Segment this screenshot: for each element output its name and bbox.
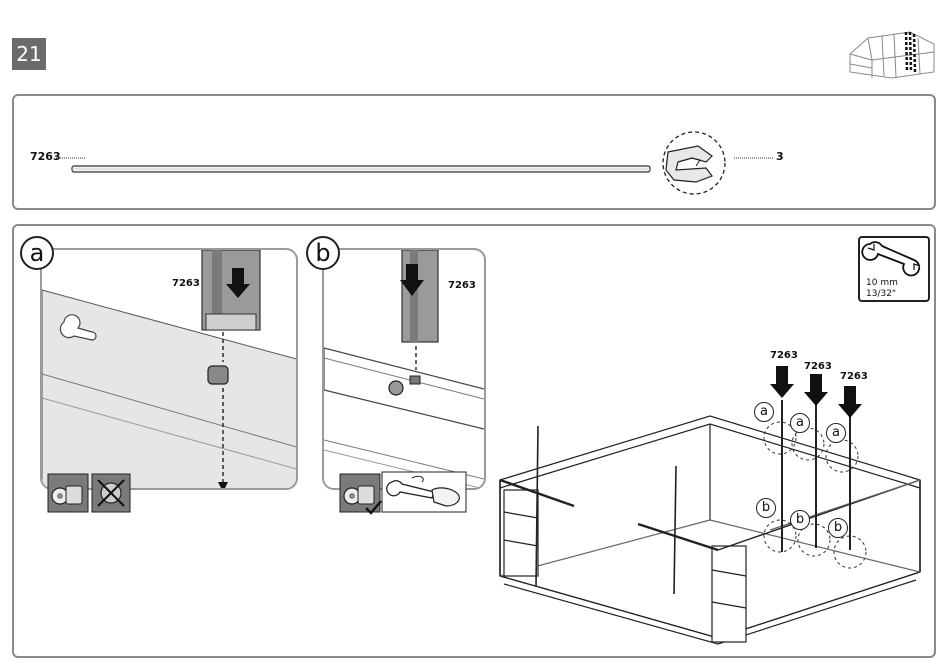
assembly-part-label-3: 7263: [840, 371, 868, 382]
callout-b-2: b: [790, 510, 810, 530]
detail-a-drawing: [42, 250, 298, 490]
greenhouse-base-frame-drawing: [490, 340, 930, 650]
callout-b-1: b: [756, 498, 776, 518]
detail-a-part-code: 7263: [172, 278, 200, 289]
wrench-size-box: 10 mm 13/32": [858, 236, 930, 302]
part-rail-drawing: [56, 150, 936, 200]
detail-b-part-code: 7263: [448, 280, 476, 291]
wrench-size-imperial: 13/32": [866, 289, 896, 299]
assembly-part-label-2: 7263: [804, 361, 832, 372]
detail-a-panel: [40, 248, 298, 490]
wrench-hand-icon: [382, 472, 466, 512]
wrench-size-metric: 10 mm: [866, 278, 898, 288]
callout-a-1: a: [754, 402, 774, 422]
callout-a-2: a: [790, 413, 810, 433]
step-number: 21: [12, 38, 46, 70]
callout-a-3: a: [826, 423, 846, 443]
callout-b-3: b: [828, 518, 848, 538]
nut-bolt-tighten-icon: [340, 474, 382, 514]
detail-a-letter: a: [20, 236, 54, 270]
no-washer-icon: [92, 474, 130, 512]
nut-bolt-icon: [48, 474, 88, 512]
part-quantity: 3: [776, 150, 784, 163]
assembly-part-label-1: 7263: [770, 350, 798, 361]
detail-b-letter: b: [306, 236, 340, 270]
wrench-icon: [864, 240, 926, 274]
greenhouse-icon: [848, 24, 938, 80]
